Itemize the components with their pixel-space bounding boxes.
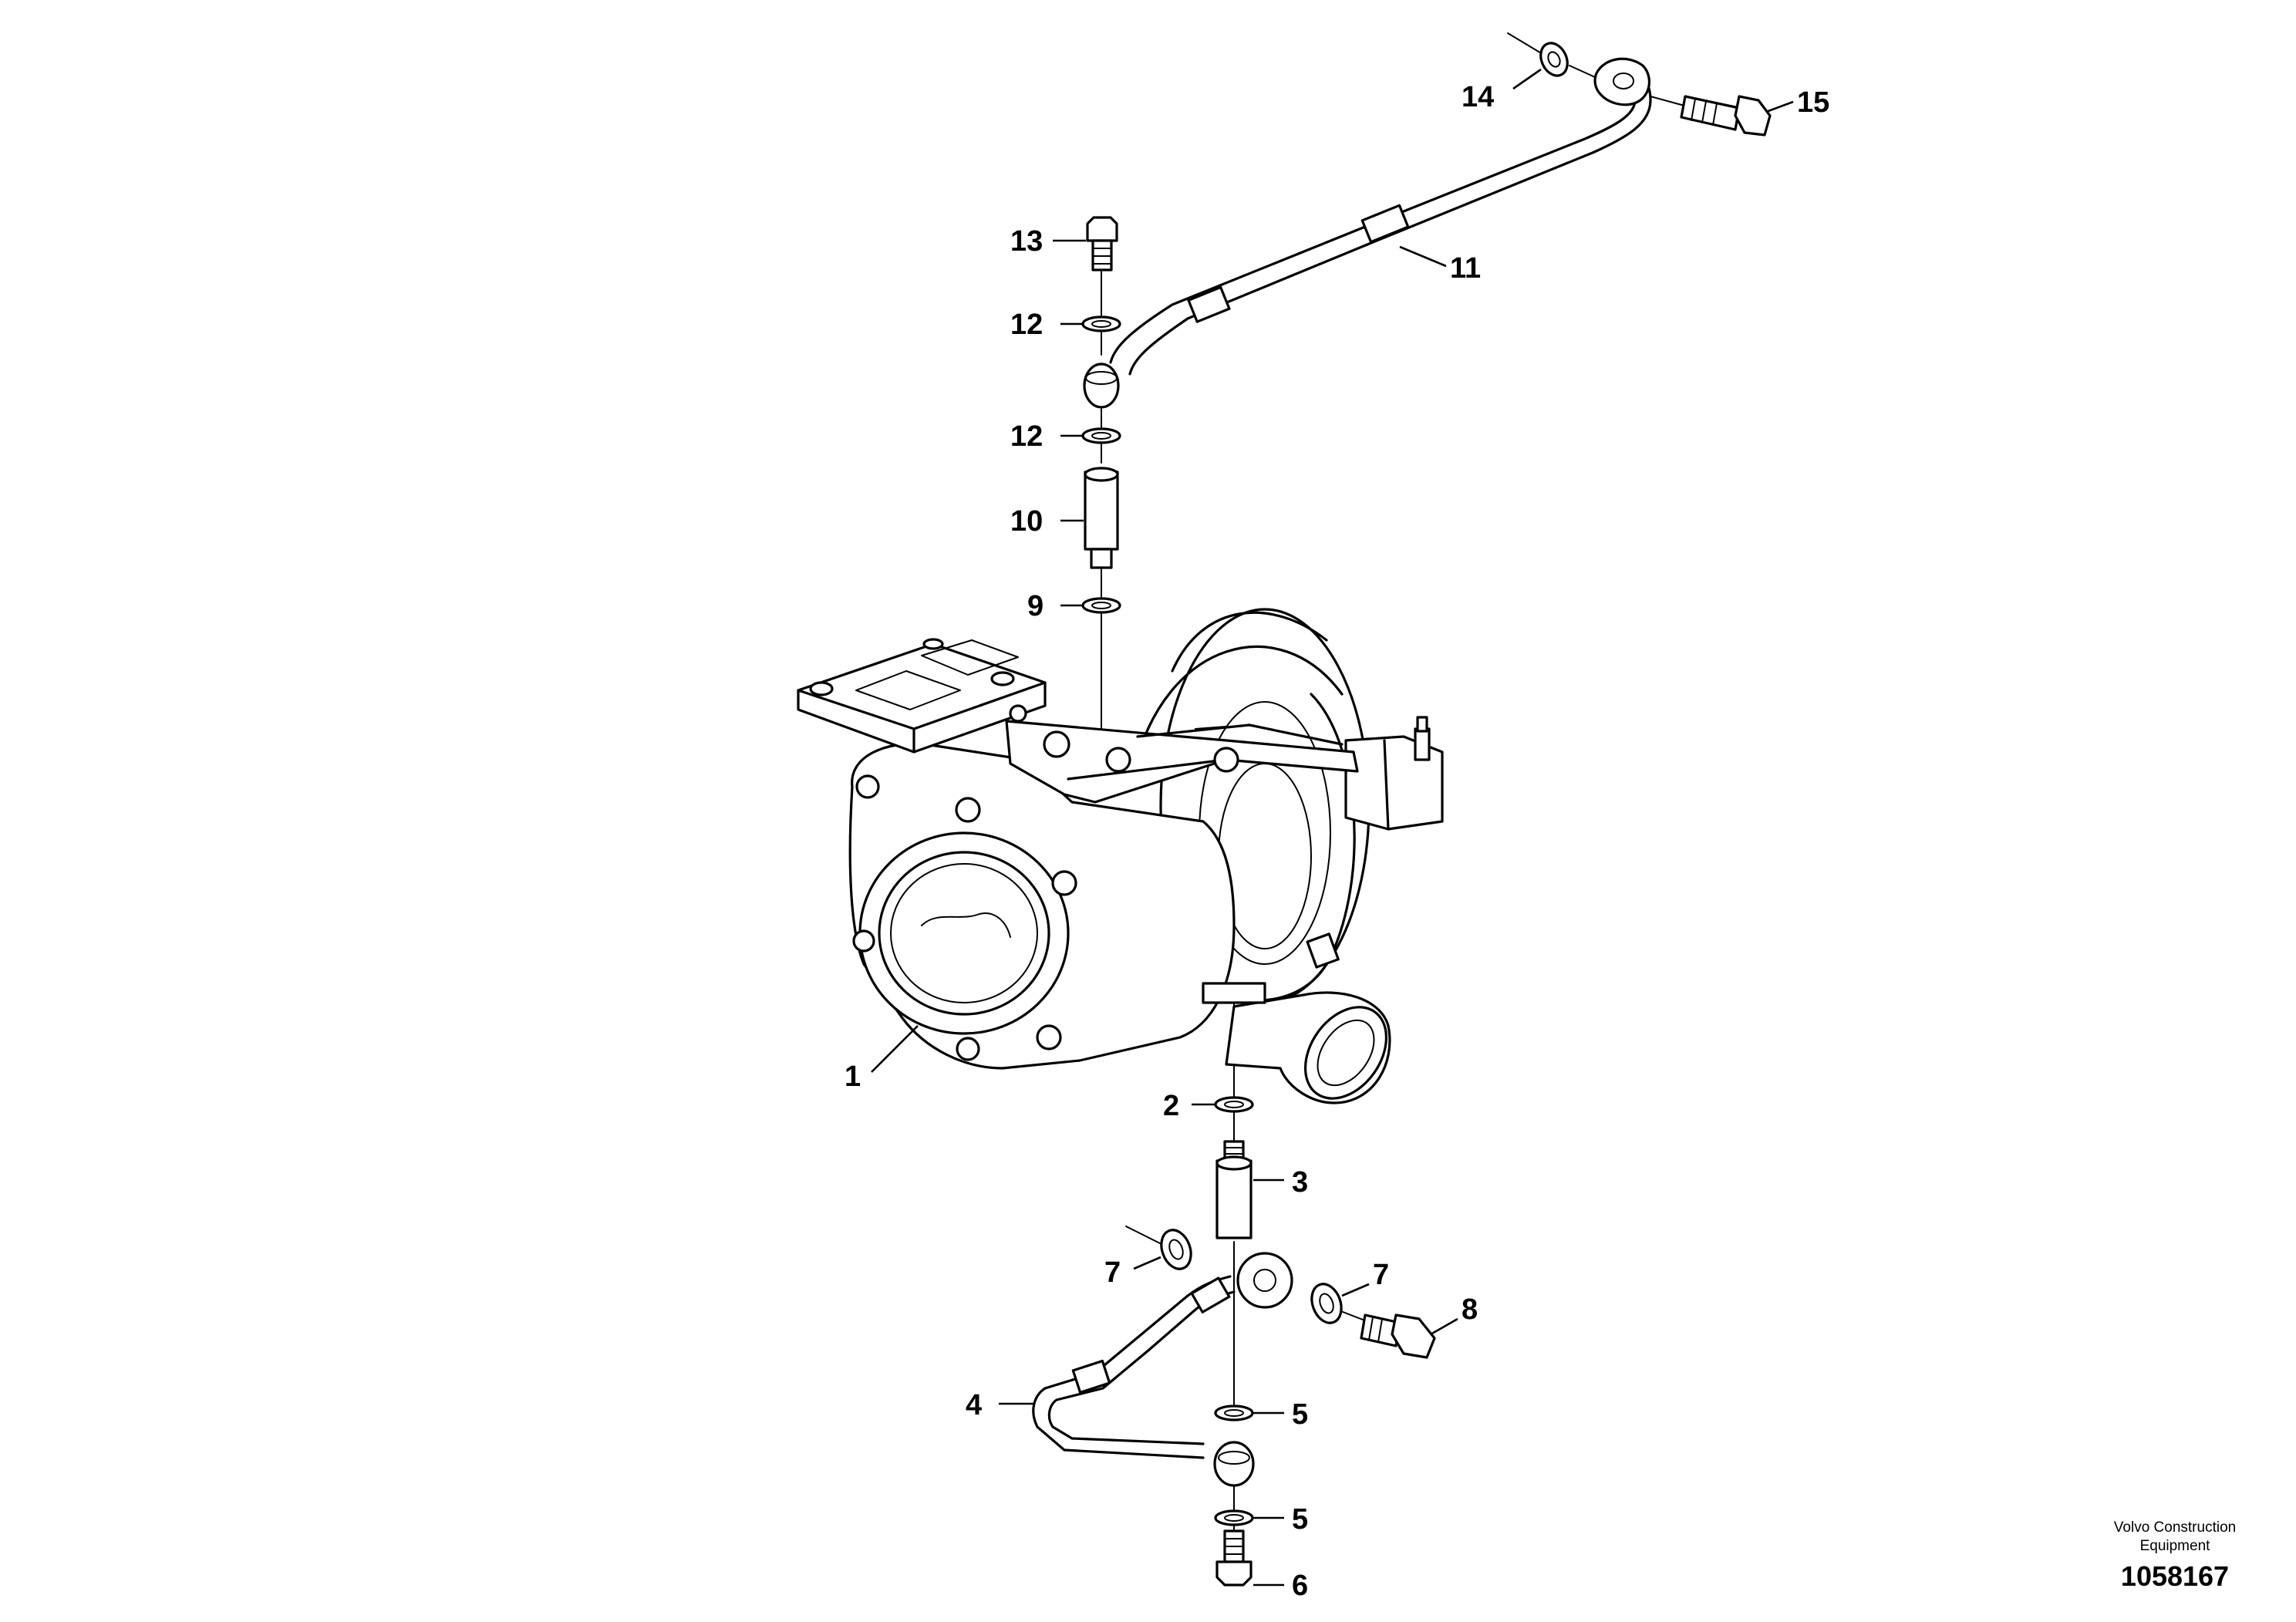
callout-1: 1 (845, 1061, 861, 1093)
callout-10: 10 (1010, 505, 1043, 538)
credit-line-1: Volvo Construction (2114, 1519, 2236, 1536)
callout-12-lower: 12 (1010, 420, 1043, 453)
callout-9: 9 (1027, 590, 1043, 622)
lower-stack (1214, 1096, 1254, 1239)
callout-2: 2 (1163, 1090, 1179, 1122)
callout-12-upper: 12 (1010, 309, 1043, 341)
callout-3: 3 (1292, 1166, 1308, 1199)
callout-4: 4 (966, 1389, 982, 1421)
callout-14: 14 (1462, 81, 1494, 113)
turbocharger-assembly (797, 608, 1444, 1104)
credit-line-2: Equipment (2140, 1538, 2211, 1554)
callout-7-left: 7 (1104, 1256, 1121, 1289)
banjo-bolt-6 (1215, 1529, 1253, 1587)
washers-lower (1160, 1229, 1343, 1526)
oil-drain-pipe (1032, 1252, 1293, 1487)
callout-8: 8 (1462, 1293, 1478, 1326)
bolt-15 (1680, 95, 1772, 137)
callout-15: 15 (1797, 86, 1829, 119)
plug-8 (1360, 1313, 1436, 1359)
document-number: 1058167 (2121, 1560, 2229, 1592)
callout-labels: 1 2 3 4 5 5 6 7 7 8 9 10 11 12 12 13 14 … (845, 81, 1829, 1602)
callout-7-right: 7 (1373, 1259, 1389, 1291)
oil-feed-pipe (1083, 57, 1652, 409)
callout-5-lower: 5 (1292, 1503, 1308, 1536)
callout-6: 6 (1292, 1570, 1308, 1602)
washer-14 (1539, 42, 1569, 77)
adapter-10 (1084, 467, 1119, 569)
leader-lines (871, 68, 1794, 1587)
callout-13: 13 (1010, 225, 1043, 258)
callout-5-upper: 5 (1292, 1398, 1308, 1431)
credit-block: Volvo Construction Equipment 1058167 (2114, 1519, 2236, 1592)
banjo-bolt-13 (1086, 216, 1118, 271)
callout-11: 11 (1450, 252, 1481, 285)
